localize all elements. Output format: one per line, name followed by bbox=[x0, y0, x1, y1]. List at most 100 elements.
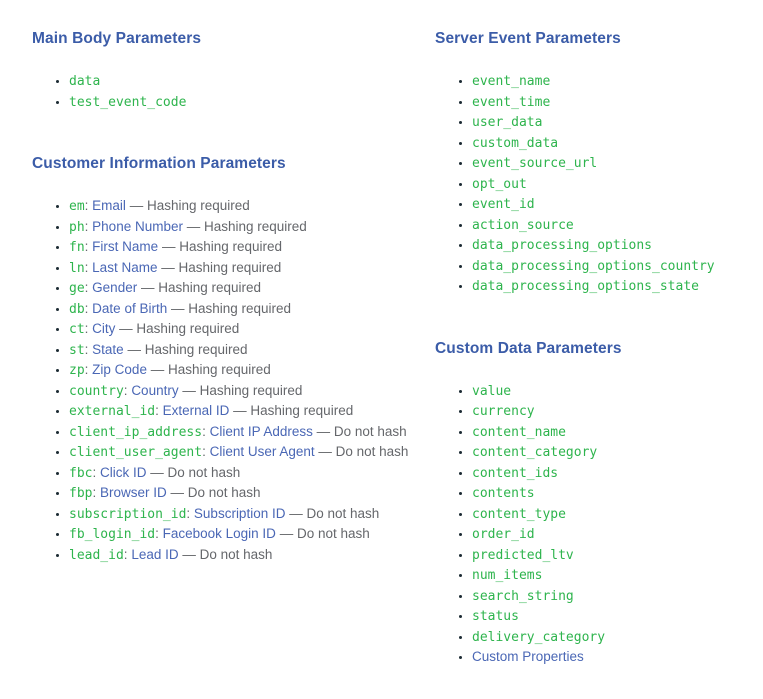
param-label-link[interactable]: Facebook Login ID bbox=[162, 526, 276, 541]
param-note: — Hashing required bbox=[125, 198, 250, 213]
param-code-link[interactable]: data_processing_options_country bbox=[472, 258, 715, 274]
section-heading: Server Event Parameters bbox=[435, 30, 621, 47]
param-code-link[interactable]: ph bbox=[69, 219, 85, 235]
param-code-link[interactable]: fbp bbox=[69, 486, 93, 501]
param-item: event_time bbox=[472, 92, 749, 113]
param-code-link[interactable]: contents bbox=[472, 486, 535, 501]
param-code-link[interactable]: data_processing_options bbox=[472, 238, 653, 253]
param-code-link[interactable]: fb_login_id bbox=[69, 527, 156, 542]
param-label-link[interactable]: Phone Number bbox=[92, 218, 183, 234]
param-code-link[interactable]: predicted_ltv bbox=[472, 547, 574, 563]
param-label-link[interactable]: First Name bbox=[92, 239, 159, 254]
parameter-reference-page: Main Body Parametersdatatest_event_codeC… bbox=[0, 0, 763, 667]
param-code-link[interactable]: country bbox=[69, 383, 124, 399]
param-item: event_source_url bbox=[472, 153, 749, 174]
param-code-link[interactable]: test_event_code bbox=[69, 94, 187, 110]
param-item: custom_data bbox=[472, 133, 749, 154]
param-separator: : bbox=[84, 198, 93, 213]
param-label-link[interactable]: City bbox=[92, 321, 116, 336]
param-item: content_category bbox=[472, 442, 749, 463]
param-item: user_data bbox=[472, 112, 749, 133]
param-item: ct: City — Hashing required bbox=[69, 319, 435, 340]
param-code-link[interactable]: ge bbox=[69, 281, 85, 296]
param-item: st: State — Hashing required bbox=[69, 340, 435, 361]
param-code-link[interactable]: client_ip_address bbox=[69, 424, 203, 440]
param-note: — Do not hash bbox=[312, 423, 407, 439]
param-code-link[interactable]: lead_id bbox=[69, 547, 124, 563]
param-code-link[interactable]: delivery_category bbox=[472, 629, 606, 645]
param-label-link[interactable]: Lead ID bbox=[131, 546, 179, 562]
param-code-link[interactable]: event_id bbox=[472, 197, 535, 212]
param-code-link[interactable]: ct bbox=[69, 322, 85, 337]
param-code-link[interactable]: subscription_id bbox=[69, 506, 187, 522]
param-label-link[interactable]: Click ID bbox=[100, 464, 147, 480]
left-column: Main Body Parametersdatatest_event_codeC… bbox=[32, 29, 435, 667]
param-code-link[interactable]: num_items bbox=[472, 568, 543, 583]
param-separator: : bbox=[155, 403, 163, 418]
param-code-link[interactable]: zp bbox=[69, 363, 85, 378]
param-code-link[interactable]: data bbox=[69, 74, 101, 89]
param-item: em: Email — Hashing required bbox=[69, 196, 435, 217]
param-note: — Do not hash bbox=[178, 546, 273, 562]
param-code-link[interactable]: content_name bbox=[472, 424, 566, 440]
param-code-link[interactable]: ln bbox=[69, 260, 85, 276]
param-code-link[interactable]: action_source bbox=[472, 217, 574, 233]
param-code-link[interactable]: event_time bbox=[472, 94, 551, 110]
param-label-link[interactable]: State bbox=[92, 341, 124, 357]
param-code-link[interactable]: em bbox=[69, 199, 85, 214]
param-code-link[interactable]: st bbox=[69, 342, 85, 358]
param-item: value bbox=[472, 381, 749, 402]
param-code-link[interactable]: currency bbox=[472, 404, 535, 419]
param-code-link[interactable]: opt_out bbox=[472, 176, 527, 192]
param-code-link[interactable]: client_user_agent bbox=[69, 445, 203, 460]
param-code-link[interactable]: data_processing_options_state bbox=[472, 279, 699, 294]
param-code-link[interactable]: search_string bbox=[472, 588, 574, 604]
section-heading: Custom Data Parameters bbox=[435, 339, 622, 357]
param-code-link[interactable]: custom_data bbox=[472, 135, 559, 151]
param-item: content_name bbox=[472, 422, 749, 443]
param-code-link[interactable]: value bbox=[472, 383, 512, 399]
param-label-link[interactable]: Subscription ID bbox=[193, 505, 286, 521]
param-label-link[interactable]: Browser ID bbox=[100, 485, 167, 500]
param-list: event_name event_time user_data custom_data… bbox=[435, 71, 749, 297]
param-note: — Hashing required bbox=[146, 362, 271, 377]
param-label-link[interactable]: Client User Agent bbox=[209, 444, 315, 459]
param-code-link[interactable]: status bbox=[472, 609, 519, 624]
param-label-link[interactable]: Client IP Address bbox=[209, 423, 313, 439]
param-code-link[interactable]: content_ids bbox=[472, 465, 559, 481]
param-code-link[interactable]: event_name bbox=[472, 74, 551, 89]
param-item: event_id bbox=[472, 194, 749, 215]
param-label-link[interactable]: Date of Birth bbox=[92, 300, 168, 316]
section: Customer Information Parameters em: Email… bbox=[32, 154, 435, 565]
section-heading: Customer Information Parameters bbox=[32, 155, 286, 172]
param-code-link[interactable]: fbc bbox=[69, 465, 93, 481]
param-label-link[interactable]: Zip Code bbox=[92, 362, 147, 377]
param-label-link[interactable]: Last Name bbox=[92, 259, 158, 275]
param-separator: : bbox=[84, 218, 93, 234]
param-label-link[interactable]: Country bbox=[131, 382, 179, 398]
param-note: — Do not hash bbox=[166, 485, 261, 500]
param-note: — Hashing required bbox=[182, 218, 307, 234]
param-item: contents bbox=[472, 483, 749, 504]
param-code-link[interactable]: content_category bbox=[472, 445, 598, 460]
param-code-link[interactable]: content_type bbox=[472, 506, 566, 522]
param-note: — Hashing required bbox=[158, 239, 283, 254]
param-label-link[interactable]: Email bbox=[92, 198, 126, 213]
param-item: test_event_code bbox=[69, 92, 435, 113]
param-item: event_name bbox=[472, 71, 749, 92]
param-code-link[interactable]: external_id bbox=[69, 404, 156, 419]
param-label-link[interactable]: Gender bbox=[92, 280, 138, 295]
param-code-link[interactable]: db bbox=[69, 301, 85, 317]
param-item: data_processing_options_state bbox=[472, 276, 749, 297]
param-label-link[interactable]: External ID bbox=[162, 403, 230, 418]
param-code-link[interactable]: event_source_url bbox=[472, 156, 598, 171]
param-code-link[interactable]: order_id bbox=[472, 527, 535, 542]
right-column: Server Event Parameters event_name event_t… bbox=[435, 29, 749, 667]
param-label-link[interactable]: Custom Properties bbox=[472, 649, 584, 664]
param-item: client_ip_address: Client IP Address — D… bbox=[69, 422, 435, 443]
param-note: — Do not hash bbox=[314, 444, 409, 459]
param-item: db: Date of Birth — Hashing required bbox=[69, 299, 435, 320]
param-code-link[interactable]: fn bbox=[69, 240, 85, 255]
param-code-link[interactable]: user_data bbox=[472, 115, 543, 130]
param-separator: : bbox=[92, 464, 100, 480]
